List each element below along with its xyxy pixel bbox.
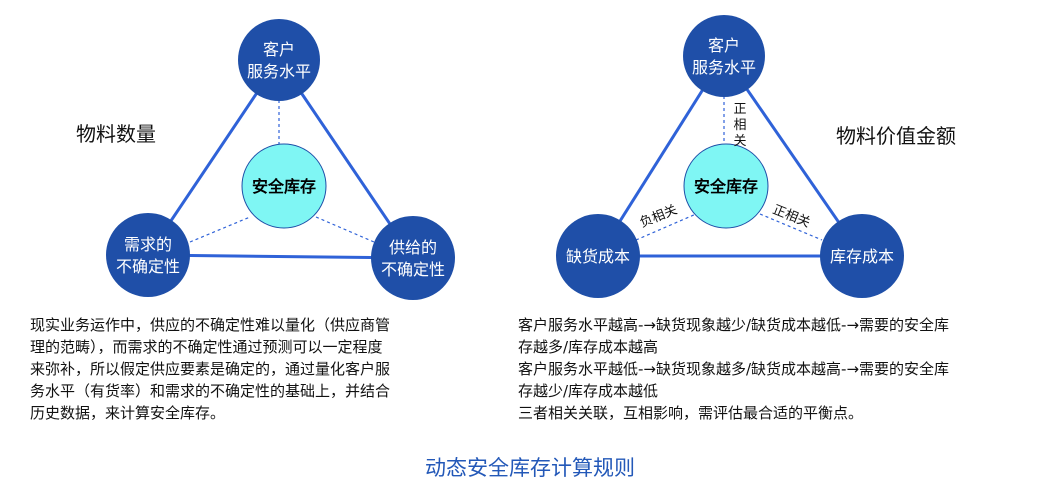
- right-description-line: 存越多/库存成本越高: [518, 338, 659, 356]
- left-center-label: 安全库存: [252, 177, 316, 196]
- right-right-node-label: 库存成本: [830, 247, 894, 266]
- edge-label-right: 正相关: [770, 202, 812, 231]
- left-top-node-line2: 服务水平: [247, 62, 311, 81]
- edge-label-left: 负相关: [638, 202, 680, 231]
- right-description-line: 客户服务水平越低-→缺货现象越多/缺货成本越高-→需要的安全库: [518, 360, 950, 378]
- left-top-node: [238, 19, 320, 101]
- left-left-node-line1: 需求的: [124, 235, 172, 254]
- left-description-line: 来弥补，所以假定供应要素是确定的，通过量化客户服: [30, 360, 391, 378]
- right-description-line: 三者相关关联，互相影响，需评估最合适的平衡点。: [518, 404, 864, 422]
- right-description-line: 客户服务水平越高-→缺货现象越少/缺货成本越低-→需要的安全库: [518, 316, 950, 334]
- edge-label-top-2: 相: [733, 118, 746, 133]
- right-right-node: [820, 214, 904, 298]
- left-right-node-line2: 不确定性: [381, 260, 445, 279]
- right-center-label: 安全库存: [694, 177, 758, 196]
- right-top-node: [683, 15, 765, 97]
- left-edge-bottom: [147, 253, 414, 260]
- left-diagram-title: 物料数量: [76, 122, 156, 146]
- right-left-node-label: 缺货成本: [566, 247, 630, 266]
- left-right-node: [371, 216, 455, 300]
- left-description-line: 务水平（有货率）和需求的不确定性的基础上，并结合: [30, 382, 391, 400]
- right-top-node-line1: 客户: [708, 36, 740, 55]
- right-top-node-line2: 服务水平: [692, 58, 756, 77]
- left-center-node: [241, 143, 327, 229]
- left-description-line: 历史数据，来计算安全库存。: [30, 404, 226, 422]
- left-dash-right: [315, 216, 375, 243]
- right-description-line: 存越少/库存成本越低: [518, 382, 659, 400]
- edge-label-top-3: 关: [733, 134, 746, 149]
- left-left-node: [106, 213, 190, 297]
- footer-title: 动态安全库存计算规则: [425, 456, 635, 480]
- left-right-node-line1: 供给的: [389, 238, 437, 257]
- right-dash-left: [635, 213, 697, 241]
- right-center-node: [683, 143, 769, 229]
- left-description-line: 现实业务运作中，供应的不确定性难以量化（供应商管: [30, 316, 391, 334]
- left-triangle: 客户 服务水平 需求的 不确定性 供给的 不确定性 安全库存: [106, 19, 455, 300]
- right-dash-right: [759, 213, 823, 241]
- left-description: 现实业务运作中，供应的不确定性难以量化（供应商管 理的范畴），而需求的不确定性通…: [30, 314, 390, 424]
- left-top-node-line1: 客户: [263, 40, 295, 59]
- right-description: 客户服务水平越高-→缺货现象越少/缺货成本越低-→需要的安全库 存越多/库存成本…: [518, 314, 949, 424]
- right-diagram-title: 物料价值金额: [836, 124, 956, 148]
- left-left-node-line2: 不确定性: [116, 257, 180, 276]
- left-description-line: 理的范畴），而需求的不确定性通过预测可以一定程度: [30, 338, 383, 356]
- left-dash-left: [189, 216, 251, 243]
- right-left-node: [556, 214, 640, 298]
- edge-label-top-1: 正: [733, 102, 746, 117]
- right-triangle: 客户 服务水平 缺货成本 库存成本 安全库存 正 相 关 负相关 正相关: [556, 15, 904, 298]
